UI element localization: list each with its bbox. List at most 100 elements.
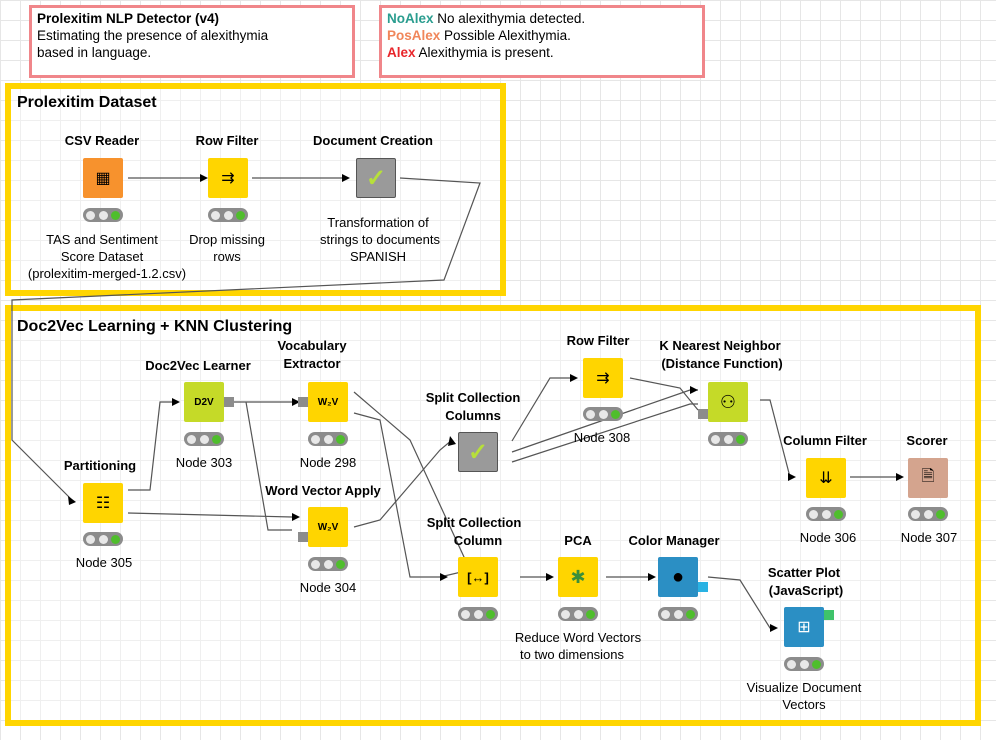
arrow-pca [546, 573, 554, 581]
split-icon: [↔] [467, 569, 489, 585]
doc2vec-metanode-title: Doc2Vec Learning + KNN Clustering [17, 318, 293, 335]
vocab-extractor-node[interactable]: W₂V [308, 382, 348, 422]
legend-annotation[interactable]: NoAlex No alexithymia detected. PosAlex … [379, 5, 705, 78]
scorer-node[interactable]: 🗎 [908, 458, 948, 498]
arrow-partition [68, 496, 76, 505]
column-filter-status [806, 507, 846, 521]
doc2vec-learner-node[interactable]: D2V [184, 382, 224, 422]
split-collection-columns-label-1: Split Collection [425, 390, 521, 405]
document-creation-desc-1: Transformation of [327, 215, 429, 230]
arrow-knn [690, 386, 698, 394]
wordvec-icon: W₂V [317, 521, 339, 533]
partitioning-status [83, 532, 123, 546]
alex-tag: Alex [387, 45, 416, 60]
arrow-rowfilter2 [570, 374, 578, 382]
d2v-icon: D2V [194, 396, 214, 408]
wire-colormgr-scatter [707, 576, 776, 629]
pca-label: PCA [564, 533, 592, 548]
row-filter-1-status [208, 208, 248, 222]
row-filter-2-node[interactable]: ⇉ [583, 358, 623, 398]
scatter-plot-desc-2: Vectors [782, 697, 826, 712]
scatter-plot-label-2: (JavaScript) [768, 583, 844, 598]
arrow-vocab [292, 398, 300, 406]
color-manager-outport[interactable] [698, 582, 708, 592]
noalex-tag: NoAlex [387, 11, 434, 26]
header-line2: based in language. [37, 45, 152, 60]
posalex-text: Possible Alexithymia. [440, 28, 571, 43]
knn-label-1: K Nearest Neighbor [659, 338, 781, 353]
row-filter-2-label: Row Filter [566, 333, 630, 348]
partitioning-desc: Node 305 [75, 555, 133, 570]
row-filter-1-node[interactable]: ⇉ [208, 158, 248, 198]
word-vector-apply-status [308, 557, 348, 571]
split-collection-columns-node[interactable]: ✓ [458, 432, 498, 472]
header-line1: Estimating the presence of alexithymia [37, 28, 269, 43]
scatter-plot-outport[interactable] [824, 610, 834, 620]
wire-vocab-knn-label [353, 412, 440, 578]
partition-icon: ☷ [95, 495, 111, 512]
pca-status [558, 607, 598, 621]
vocab-extractor-label-1: Vocabulary [277, 338, 347, 353]
arrow-colormgr [648, 573, 656, 581]
column-filter-label: Column Filter [783, 433, 867, 448]
partitioning-node[interactable]: ☷ [83, 483, 123, 523]
word-vector-apply-inport[interactable] [298, 532, 308, 542]
pca-icon: ✱ [570, 566, 586, 587]
header-title: Prolexitim NLP Detector (v4) [37, 11, 220, 26]
row-filter-2-desc: Node 308 [573, 430, 631, 445]
vocab-extractor-inport[interactable] [298, 397, 308, 407]
wire-doc2vec-wordvec [245, 401, 292, 531]
posalex-tag: PosAlex [387, 28, 441, 43]
knn-label-2: (Distance Function) [661, 356, 783, 371]
split-collection-column-node[interactable]: [↔] [458, 557, 498, 597]
scatter-icon: ⊞ [797, 619, 811, 636]
arrow-colfilter [788, 473, 796, 481]
csv-reader-status [83, 208, 123, 222]
doc2vec-learner-label: Doc2Vec Learner [145, 358, 251, 373]
scorer-label: Scorer [906, 433, 948, 448]
vocab-extractor-desc: Node 298 [299, 455, 357, 470]
color-manager-status [658, 607, 698, 621]
legend-noalex: NoAlex No alexithymia detected. [387, 10, 697, 27]
color-manager-node[interactable]: ● [658, 557, 698, 597]
row-filter-1-desc-1: Drop missing [189, 232, 265, 247]
knn-inport[interactable] [698, 409, 708, 419]
dataset-metanode-title: Prolexitim Dataset [17, 94, 157, 111]
noalex-text: No alexithymia detected. [433, 11, 586, 26]
split-collection-column-status [458, 607, 498, 621]
csv-reader-desc-2: Score Dataset [60, 249, 144, 264]
wire-rowfilter-knn [629, 377, 699, 411]
word-vector-apply-node[interactable]: W₂V [308, 507, 348, 547]
split-collection-column-label-2: Column [453, 533, 503, 548]
legend-posalex: PosAlex Possible Alexithymia. [387, 27, 697, 44]
color-drop-icon: ● [671, 565, 685, 588]
csv-reader-label: CSV Reader [64, 133, 140, 148]
table-icon: ▦ [95, 170, 111, 187]
document-creation-desc-3: SPANISH [349, 249, 407, 264]
check-icon: ✓ [365, 164, 387, 192]
arrow-rowfilter [200, 174, 208, 182]
header-annotation[interactable]: Prolexitim NLP Detector (v4) Estimating … [29, 5, 355, 78]
doc2vec-learner-port[interactable] [224, 397, 234, 407]
document-creation-node[interactable]: ✓ [356, 158, 396, 198]
pca-node[interactable]: ✱ [558, 557, 598, 597]
column-filter-node[interactable]: ⇊ [806, 458, 846, 498]
filter-icon: ⇉ [596, 370, 610, 387]
arrow-splitcol [440, 573, 448, 581]
wire-partition-doc2vec [128, 401, 174, 491]
knn-status [708, 432, 748, 446]
arrow-scatter [770, 624, 778, 632]
wire-splitcols-rowfilter [511, 377, 570, 442]
knn-node[interactable]: ⚇ [708, 382, 748, 422]
row-filter-2-status [583, 407, 623, 421]
legend-alex: Alex Alexithymia is present. [387, 44, 697, 61]
csv-reader-desc-1: TAS and Sentiment [46, 232, 158, 247]
row-filter-1-desc-2: rows [213, 249, 241, 264]
doc2vec-learner-status [184, 432, 224, 446]
scatter-plot-label-1: Scatter Plot [767, 565, 841, 580]
arrow-splitcols [448, 436, 456, 446]
alex-text: Alexithymia is present. [415, 45, 554, 60]
csv-reader-node[interactable]: ▦ [83, 158, 123, 198]
scatter-plot-node[interactable]: ⊞ [784, 607, 824, 647]
